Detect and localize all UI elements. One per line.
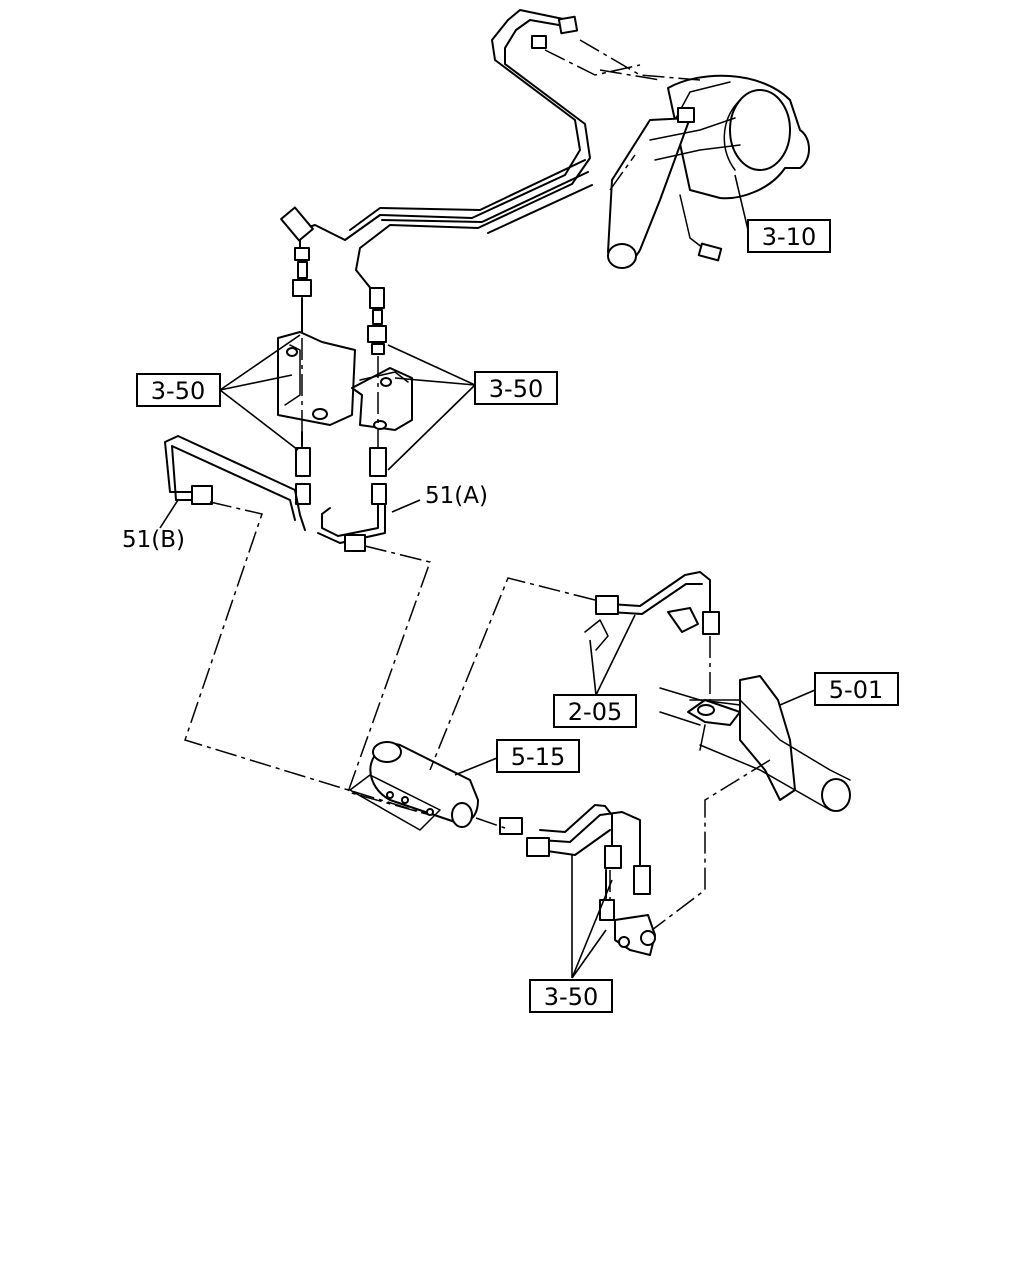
callout-3-50-bottom[interactable]: 3-50 (529, 979, 613, 1013)
pipe-51b (164, 435, 306, 531)
svg-text:3-50: 3-50 (151, 377, 205, 405)
callout-5-01[interactable]: 5-01 (814, 672, 899, 706)
right-pipe-group (584, 571, 720, 651)
leader-lines (159, 174, 816, 979)
connector-lines (184, 302, 771, 931)
callout-3-10[interactable]: 3-10 (747, 219, 831, 253)
bottom-pipe-group (499, 804, 656, 956)
hydraulic-unit-5-15 (349, 741, 479, 831)
label-51a[interactable]: 51(A) (425, 483, 488, 509)
callout-2-05[interactable]: 2-05 (553, 694, 637, 728)
callout-5-15[interactable]: 5-15 (496, 739, 580, 773)
label-51b[interactable]: 51(B) (122, 527, 185, 553)
callout-3-50-left[interactable]: 3-50 (136, 373, 221, 407)
pipe-51a (317, 504, 386, 552)
right-joint-stack (351, 287, 413, 505)
svg-text:3-50: 3-50 (489, 375, 543, 403)
callout-3-50-right[interactable]: 3-50 (474, 371, 558, 405)
svg-text:2-05: 2-05 (568, 698, 622, 726)
svg-text:5-01: 5-01 (829, 676, 883, 704)
master-cylinder-assembly (599, 69, 810, 269)
svg-text:3-10: 3-10 (762, 223, 816, 251)
upper-brake-pipes (280, 9, 701, 291)
frame-member-5-01 (659, 675, 851, 812)
svg-text:3-50: 3-50 (544, 983, 598, 1011)
left-joint-stack (277, 247, 356, 505)
svg-text:5-15: 5-15 (511, 743, 565, 771)
